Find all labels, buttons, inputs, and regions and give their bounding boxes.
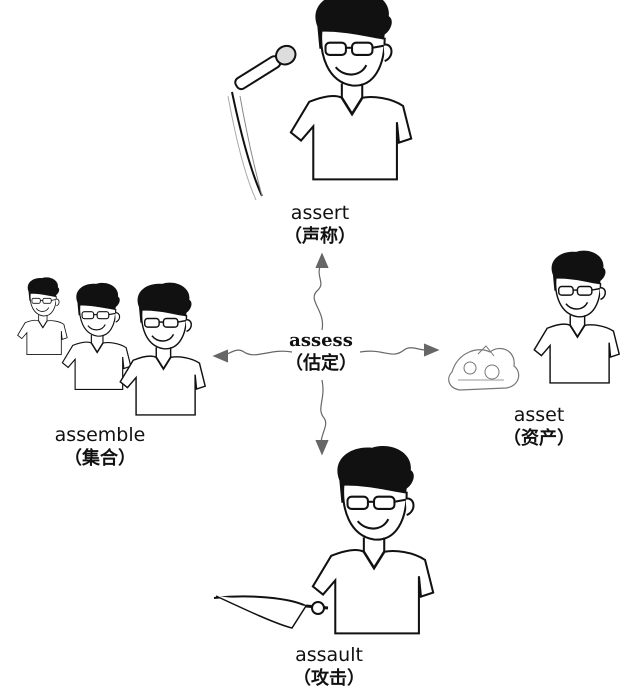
branch-right: asset （资产） — [494, 404, 584, 450]
word-asset: asset — [513, 404, 565, 426]
branch-left: assemble （集合） — [40, 424, 160, 470]
assert-illustration — [227, 0, 413, 201]
word-assault: assault — [295, 644, 363, 666]
connector-arrows — [212, 252, 440, 456]
word-assert: assert — [290, 202, 350, 224]
asset-illustration — [448, 249, 621, 391]
assault-illustration — [213, 444, 435, 635]
center-word: assess （估定） — [276, 330, 366, 375]
word-assemble: assemble — [54, 424, 146, 446]
meaning-asset: （资产） — [503, 427, 575, 449]
meaning-assemble: （集合） — [64, 447, 136, 469]
branch-top: assert （声称） — [280, 202, 360, 248]
branch-bottom: assault （攻击） — [284, 644, 374, 690]
assemble-illustration — [17, 276, 207, 416]
meaning-assert: （声称） — [284, 225, 356, 247]
meaning-assault: （攻击） — [293, 667, 365, 689]
meaning-assess: （估定） — [285, 352, 357, 374]
word-assess: assess — [289, 330, 353, 351]
